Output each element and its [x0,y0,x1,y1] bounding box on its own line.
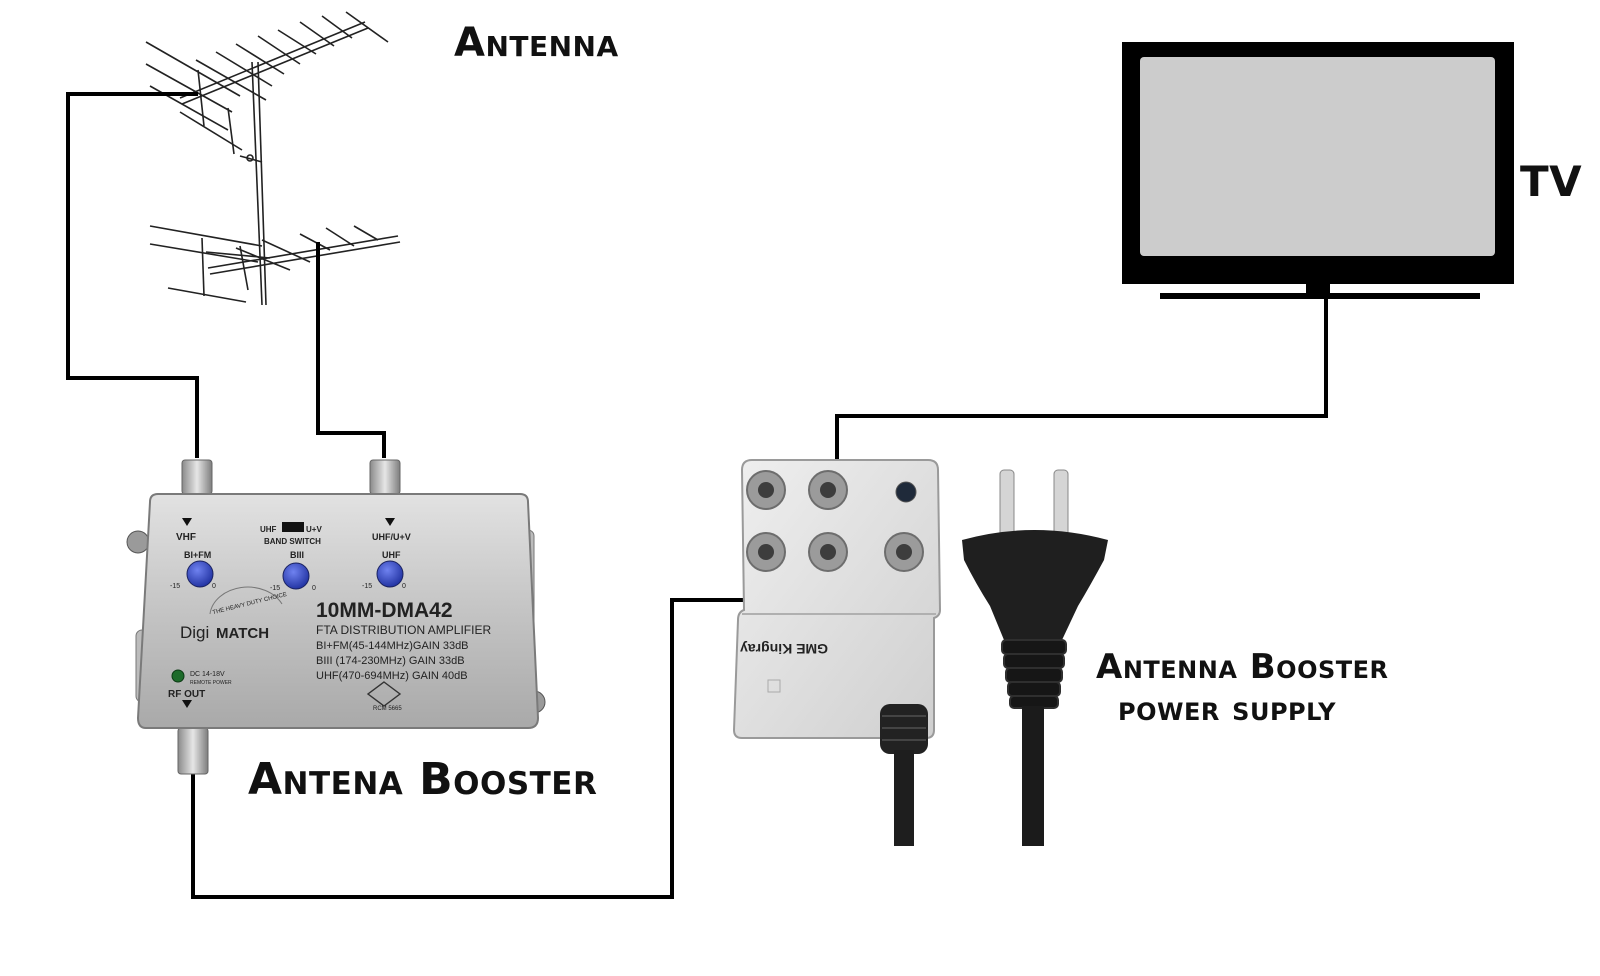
label-band-switch: BAND SWITCH [264,537,321,546]
antenna-illustration [145,11,401,306]
label-antenna: Antenna [454,20,619,66]
tv-screen [1140,57,1495,256]
label-switch-uhf: UHF [260,525,277,534]
label-power-supply-line2: power supply [1118,689,1336,729]
label-antena-booster: Antena Booster [248,754,597,805]
cable-psu-to-tv [835,296,1328,478]
tv-stand [1160,293,1480,299]
svg-text:0: 0 [402,583,406,590]
svg-text:-15: -15 [362,583,372,590]
brand-match: MATCH [216,625,269,642]
svg-text:-15: -15 [270,585,280,592]
power-led [171,669,185,683]
label-uhf-uv: UHF/U+V [372,532,411,542]
model-number: 10MM-DMA42 [316,599,453,622]
rcm-mark [366,681,402,707]
spec-line-3: UHF(470-694MHz) GAIN 40dB [316,670,468,682]
rcm-label: RCM 5665 [373,706,402,712]
label-vhf: VHF [176,532,196,543]
knob-biii [282,562,310,590]
psu-brand: GME Kingray [740,641,828,657]
label-tv: TV [1520,157,1582,206]
svg-text:0: 0 [312,585,316,592]
model-subtitle: FTA DISTRIBUTION AMPLIFIER [316,623,491,637]
svg-text:-15: -15 [170,583,180,590]
cable-uhf [316,242,386,458]
remote-power-label: REMOTE POWER [190,680,232,686]
coax-cables [66,92,1328,899]
knob2-label: BIII [290,550,304,560]
mains-plug [962,469,1108,846]
knob3-label: UHF [382,550,401,560]
cable-vhf [66,92,199,458]
spec-line-2: BIII (174-230MHz) GAIN 33dB [316,655,465,667]
power-supply-unit: GME Kingray [732,459,942,846]
knob-uhf [376,560,404,588]
dc-label: DC 14-18V [190,671,225,678]
svg-text:0: 0 [212,583,216,590]
knob1-label: BI+FM [184,550,211,560]
tv-illustration [1122,42,1514,299]
brand-digi: Digi [180,623,209,642]
label-power-supply-line1: Antenna Booster [1096,647,1389,687]
band-switch [282,522,304,532]
antenna-booster-device: VHF UHF/U+V UHF U+V BAND SWITCH BI+FM -1… [126,459,546,775]
label-switch-uv: U+V [306,525,322,534]
spec-line-1: BI+FM(45-144MHz)GAIN 33dB [316,640,469,652]
knob-bi-fm [186,560,214,588]
rf-out-label: RF OUT [168,689,205,700]
